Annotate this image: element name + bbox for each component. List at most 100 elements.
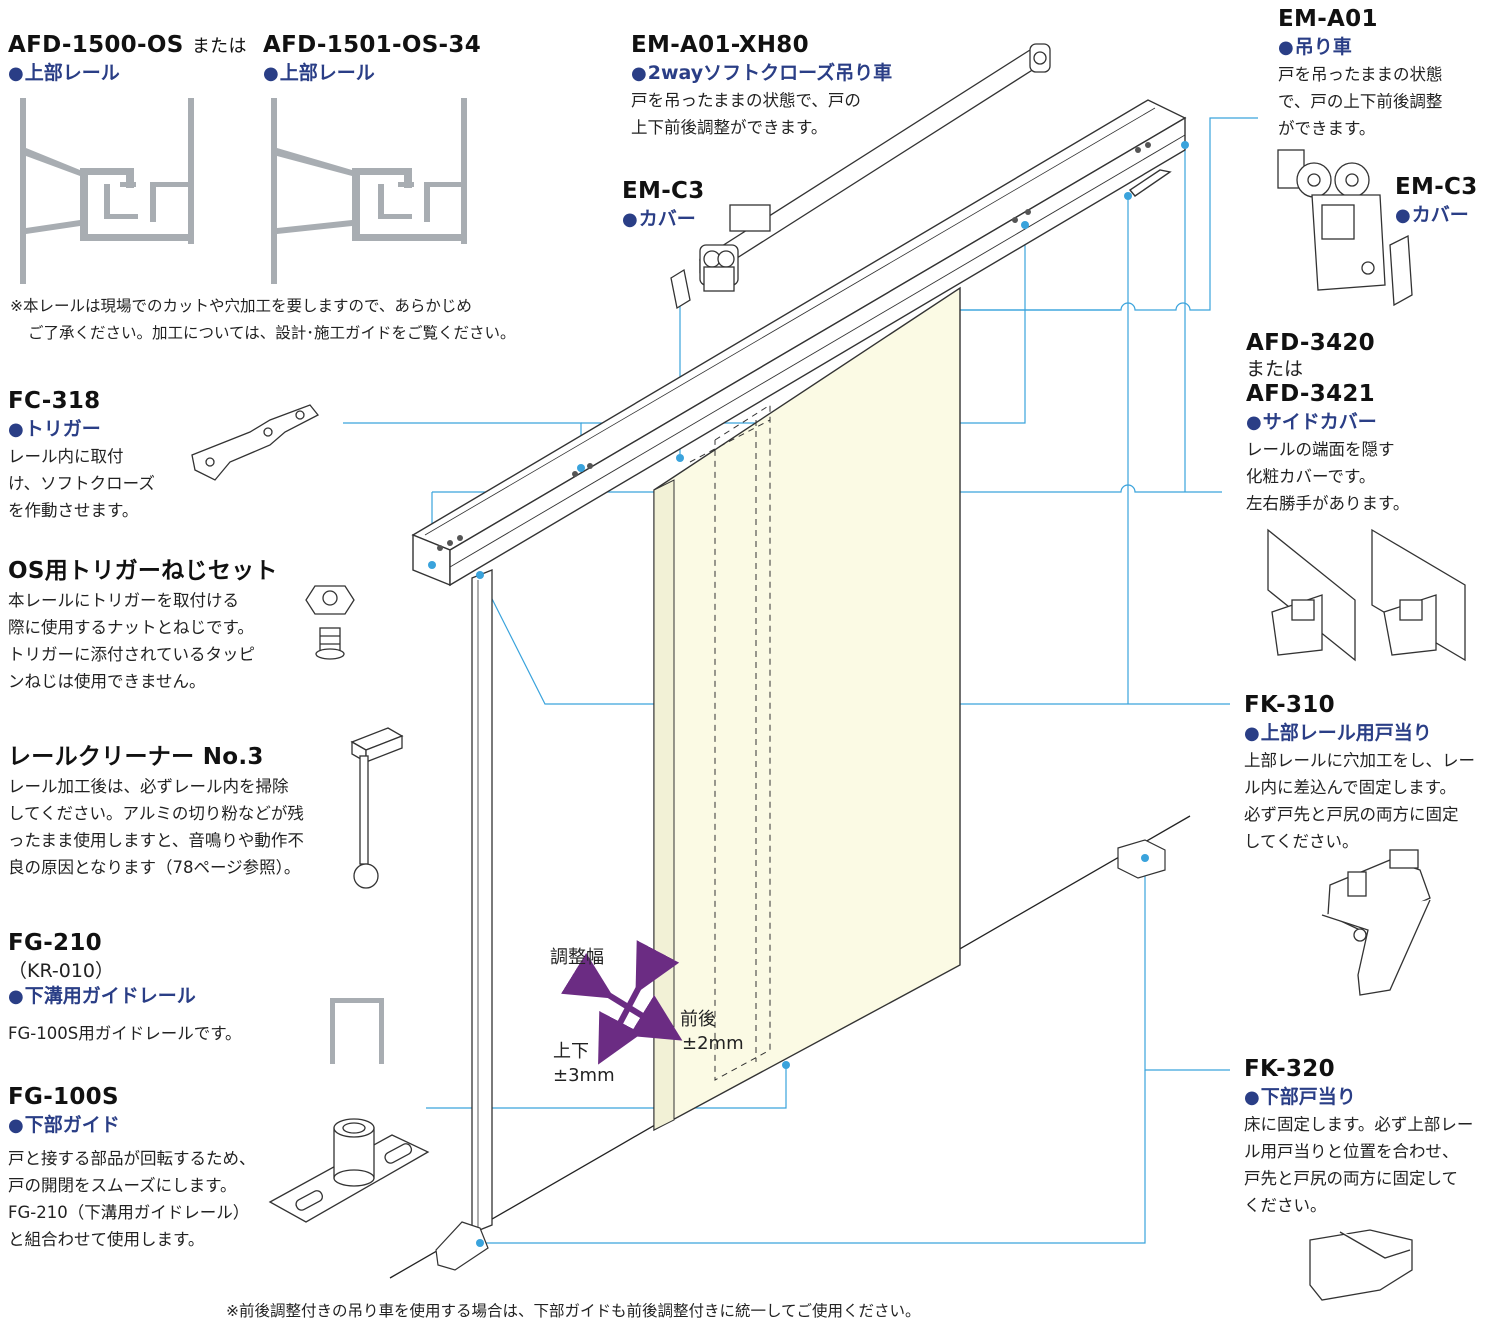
rail2-code: AFD-1501-OS-34: [263, 32, 482, 58]
bullet-icon: ●: [8, 419, 24, 440]
fk320-name: 下部戸当り: [1260, 1086, 1356, 1108]
bullet-icon: ●: [1395, 205, 1411, 226]
fk310-name: 上部レール用戸当り: [1260, 722, 1432, 744]
desc-line: ル用戸当りと位置を合わせ、: [1244, 1142, 1459, 1161]
adjust-arrows: [560, 940, 683, 1065]
fk310-code: FK-310: [1244, 692, 1335, 718]
em-xh80-name: 2wayソフトクローズ吊り車: [647, 62, 893, 84]
fg100s-name: 下部ガイド: [24, 1114, 120, 1136]
fk320-code: FK-320: [1244, 1056, 1335, 1082]
bullet-icon: ●: [8, 1115, 24, 1136]
fg210-name: 下溝用ガイドレール: [24, 985, 196, 1007]
adjust-ud-label: 上下: [553, 1041, 589, 1062]
em-c3-name: カバー: [1411, 204, 1469, 226]
desc-line: 戸と接する部品が回転するため、: [8, 1149, 256, 1168]
em-c3-right-label: EM-C3 ●カバー: [1395, 176, 1478, 225]
em-c3-code: EM-C3: [622, 178, 705, 204]
trigger-fc318: [191, 404, 320, 481]
desc-line: 床に固定します。必ず上部レー: [1244, 1115, 1474, 1134]
fg210-code: FG-210: [8, 930, 102, 956]
rail1-label: AFD-1500-OS または ●上部レール: [8, 34, 247, 83]
desc-line: ください。: [1244, 1196, 1327, 1215]
rail-note: ※本レールは現場でのカットや穴加工を要しますので、あらかじめ ご了承ください。加…: [10, 293, 515, 347]
bottom-guide-fg100s: [268, 1118, 430, 1223]
bullet-icon: ●: [8, 63, 24, 84]
em-xh80-code: EM-A01-XH80: [631, 32, 809, 58]
desc-line: ったまま使用しますと、音鳴りや動作不: [8, 831, 304, 850]
footer-note: ※前後調整付きの吊り車を使用する場合は、下部ガイドも前後調整付きに統一してご使用…: [226, 1302, 921, 1320]
rail-note-line: ※本レールは現場でのカットや穴加工を要しますので、あらかじめ: [10, 297, 472, 315]
rail2-name: 上部レール: [279, 62, 375, 84]
fg100s-code: FG-100S: [8, 1084, 119, 1110]
desc-line: 際に使用するナットとねじです。: [8, 618, 254, 637]
desc-line: ができます。: [1278, 119, 1376, 138]
desc-line: を作動させます。: [8, 501, 139, 520]
desc-line: 戸先と戸尻の両方に固定して: [1244, 1169, 1459, 1188]
rail2-label: AFD-1501-OS-34 ●上部レール: [263, 34, 481, 83]
desc-line: 戸の開閉をスムーズにします。: [8, 1176, 237, 1195]
adjust-fb-value: ±2mm: [682, 1033, 744, 1054]
roller-em-a01: [1277, 149, 1413, 307]
fk310-label: FK-310 ●上部レール用戸当り 上部レールに穴加工をし、レール内に差込んで固…: [1244, 694, 1475, 855]
fc318-label: FC-318 ●トリガー レール内に取付け、ソフトクローズを作動させます。: [8, 390, 155, 524]
bullet-icon: ●: [8, 986, 24, 1007]
afd3420-label: AFD-3420 または AFD-3421 ●サイドカバー レールの端面を隠す化…: [1246, 332, 1409, 517]
adjust-title: 調整幅: [550, 947, 604, 968]
fg210-label: FG-210 （KR-010） ●下溝用ガイドレール FG-100S用ガイドレー…: [8, 932, 242, 1047]
adjust-fb-label: 前後: [680, 1009, 716, 1030]
hanger-roller-xh80: [670, 43, 1051, 310]
desc-line: で、戸の上下前後調整: [1278, 92, 1443, 111]
afd3420-joiner: または: [1246, 358, 1304, 380]
desc-line: レール内に取付: [8, 447, 124, 466]
desc-line: 戸を吊ったままの状態で、戸の: [631, 91, 861, 110]
em-a01-name: 吊り車: [1294, 36, 1352, 58]
os-set-label: OS用トリガーねじセット 本レールにトリガーを取付ける際に使用するナットとねじで…: [8, 560, 278, 695]
desc-line: 本レールにトリガーを取付ける: [8, 591, 239, 610]
em-a01-label: EM-A01 ●吊り車 戸を吊ったままの状態で、戸の上下前後調整ができます。: [1278, 8, 1443, 142]
nut-screw-set: [305, 585, 355, 660]
afd3421-code: AFD-3421: [1246, 381, 1375, 407]
bullet-icon: ●: [1244, 1087, 1260, 1108]
desc-line: 必ず戸先と戸尻の両方に固定: [1244, 805, 1459, 824]
adjust-ud-value: ±3mm: [553, 1065, 615, 1086]
rail-note-line: ご了承ください。加工については、設計･施工ガイドをご覧ください。: [28, 324, 516, 342]
desc-line: 良の原因となります（78ページ参照）。: [8, 858, 301, 877]
bullet-icon: ●: [1246, 412, 1262, 433]
desc-line: レール加工後は、必ずレール内を掃除: [8, 777, 289, 796]
em-c3-code: EM-C3: [1395, 174, 1478, 200]
door-stopper-fk310: [1321, 849, 1431, 996]
afd3420-code: AFD-3420: [1246, 330, 1375, 356]
em-xh80-label: EM-A01-XH80 ●2wayソフトクローズ吊り車 戸を吊ったままの状態で、…: [631, 34, 892, 141]
fg210-alt: （KR-010）: [8, 960, 115, 982]
desc-line: してください。アルミの切り粉などが残: [8, 804, 304, 823]
em-c3-name: カバー: [638, 208, 696, 230]
jamb-post: [471, 569, 493, 1234]
desc-line: 戸を吊ったままの状態: [1278, 65, 1443, 84]
bullet-icon: ●: [622, 209, 638, 230]
desc-line: トリガーに添付されているタッピ: [8, 645, 256, 664]
os-set-code: OS用トリガーねじセット: [8, 558, 278, 584]
desc-line: ル内に差込んで固定します。: [1244, 778, 1457, 797]
em-a01-code: EM-A01: [1278, 6, 1378, 32]
bullet-icon: ●: [631, 63, 647, 84]
desc-line: 上下前後調整ができます。: [631, 118, 828, 137]
desc-line: FG-210（下溝用ガイドレール）: [8, 1203, 250, 1222]
bullet-icon: ●: [263, 63, 279, 84]
fg100s-label: FG-100S ●下部ガイド 戸と接する部品が回転するため、戸の開閉をスムーズに…: [8, 1086, 256, 1253]
bullet-icon: ●: [1244, 723, 1260, 744]
desc-line: 左右勝手があります。: [1246, 494, 1410, 513]
rail-section-afd1500: [20, 98, 194, 284]
afd3420-name: サイドカバー: [1262, 411, 1377, 433]
desc-line: 化粧カバーです。: [1246, 467, 1376, 486]
bullet-icon: ●: [1278, 37, 1294, 58]
desc-line: レールの端面を隠す: [1246, 440, 1395, 459]
desc-line: ンねじは使用できません。: [8, 672, 206, 691]
cleaner-code: レールクリーナー No.3: [8, 744, 264, 770]
em-c3-left-label: EM-C3 ●カバー: [622, 180, 705, 229]
desc-line: 上部レールに穴加工をし、レー: [1244, 751, 1475, 770]
desc-line: け、ソフトクローズ: [8, 474, 155, 493]
floor-stopper-fk320: [1309, 1229, 1413, 1301]
rail1-code: AFD-1500-OS: [8, 32, 184, 58]
top-rail: [411, 99, 1187, 587]
